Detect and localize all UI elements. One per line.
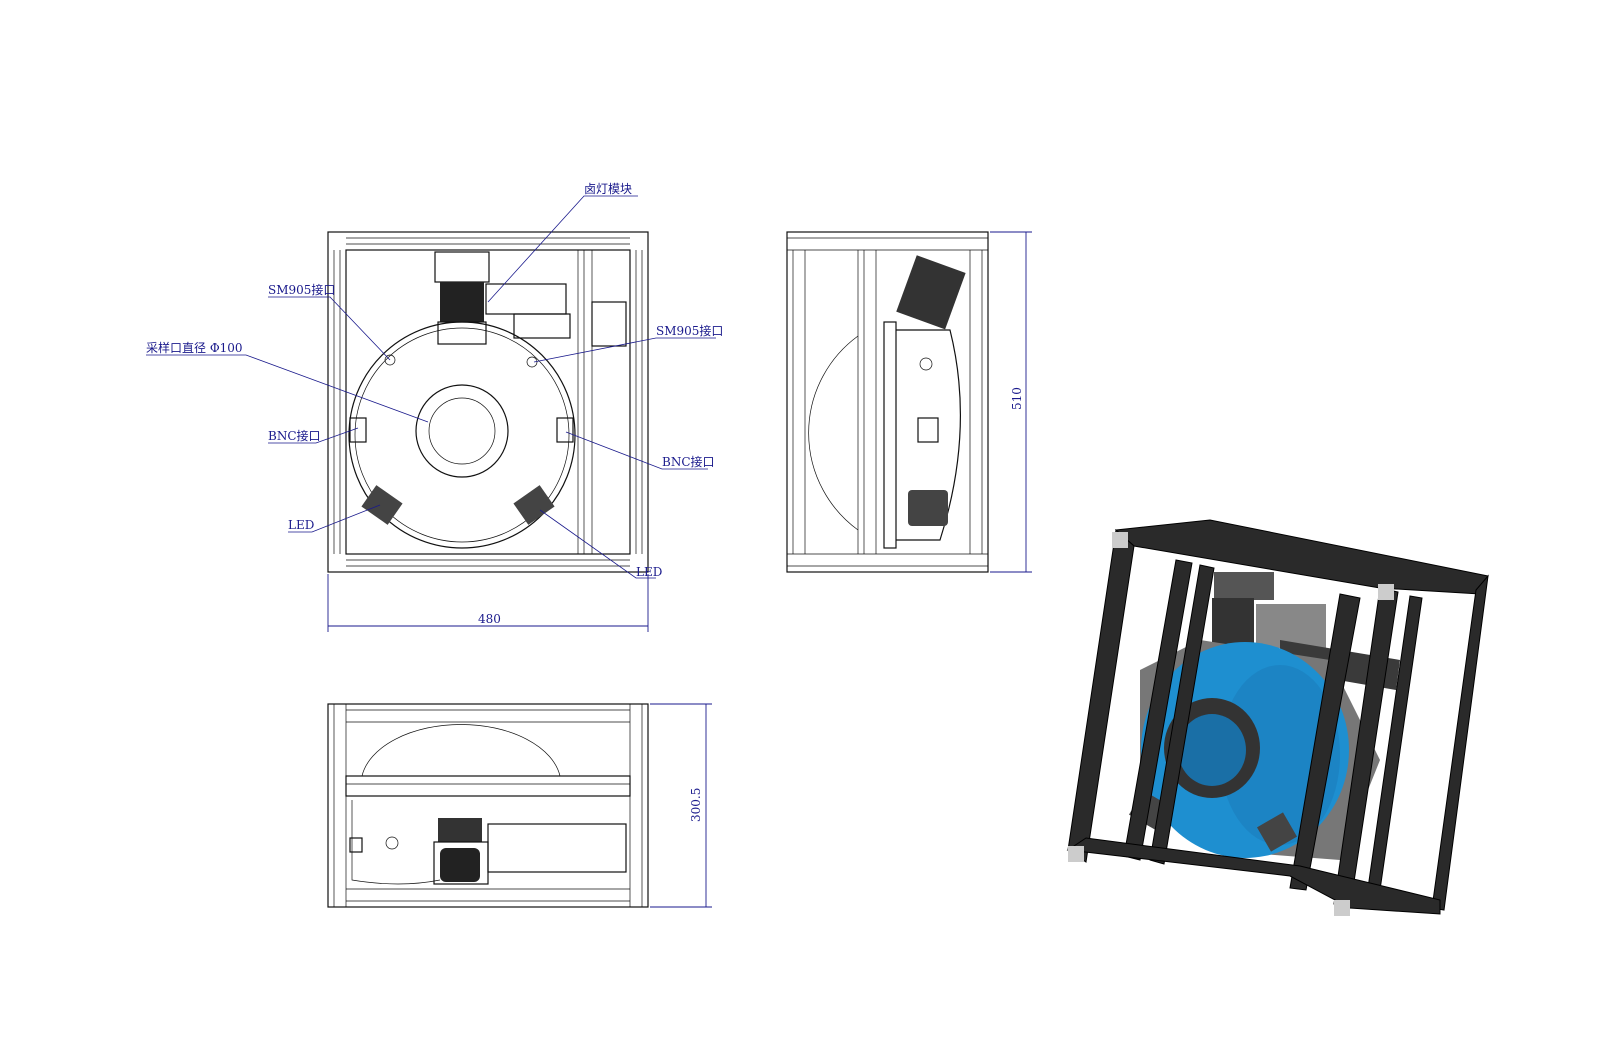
label-bnc-left: BNC接口 bbox=[268, 428, 321, 443]
label-led-left: LED bbox=[288, 518, 314, 532]
isometric-view bbox=[1066, 519, 1489, 916]
label-sm905-right: SM905接口 bbox=[656, 323, 723, 338]
annotations: 卤灯模块 SM905接口 SM905接口 采样口直径 Φ100 BNC接口 BN… bbox=[146, 182, 723, 579]
dimension-height: 510 bbox=[990, 231, 1032, 573]
dimension-depth: 300.5 bbox=[650, 703, 712, 908]
label-sample-port: 采样口直径 Φ100 bbox=[146, 340, 243, 355]
front-view bbox=[327, 231, 649, 573]
dimension-height-text: 510 bbox=[1010, 387, 1024, 410]
label-sm905-left: SM905接口 bbox=[268, 282, 335, 297]
label-led-right: LED bbox=[636, 565, 662, 579]
label-halogen-module: 卤灯模块 bbox=[584, 182, 632, 196]
dimension-width: 480 bbox=[327, 574, 649, 632]
dimension-width-text: 480 bbox=[478, 612, 501, 626]
side-view bbox=[786, 231, 989, 573]
bottom-view bbox=[327, 703, 649, 908]
dimension-depth-text: 300.5 bbox=[689, 788, 703, 822]
label-bnc-right: BNC接口 bbox=[662, 454, 715, 469]
